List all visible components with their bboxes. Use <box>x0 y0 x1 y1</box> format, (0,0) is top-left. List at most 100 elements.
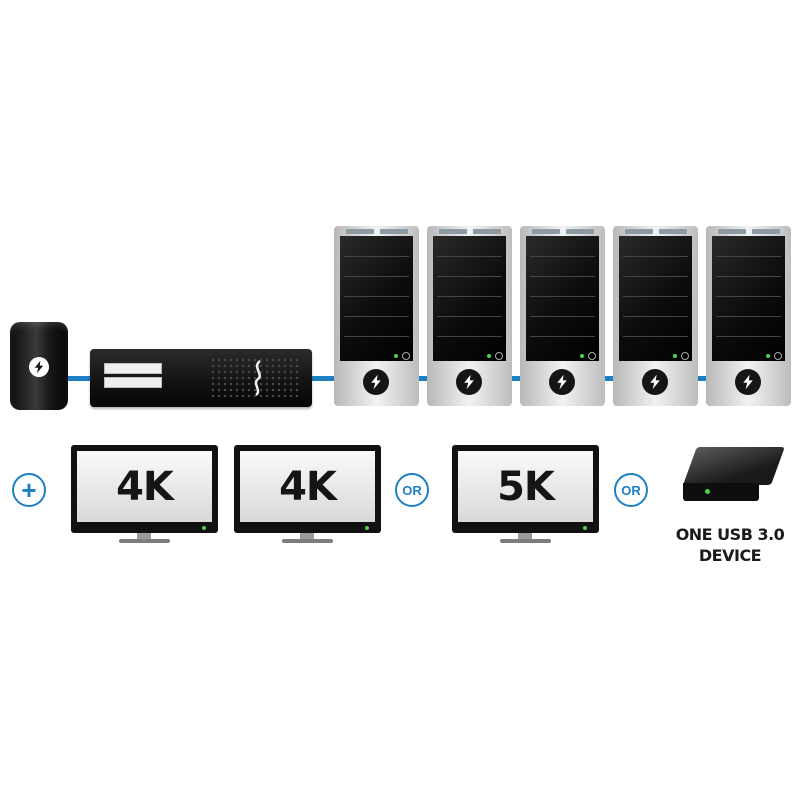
top-grille <box>473 229 501 234</box>
monitor-5k: 5K <box>452 445 599 543</box>
drive-bay <box>623 282 688 297</box>
top-grille <box>659 229 687 234</box>
usb-drive <box>683 447 785 509</box>
top-grille <box>532 229 560 234</box>
monitor-resolution-label: 4K <box>77 451 212 522</box>
power-button-icon <box>774 352 782 360</box>
thunderbolt-icon <box>29 357 49 377</box>
power-led-icon <box>580 354 584 358</box>
drive-bay <box>344 262 409 277</box>
host-computer <box>10 322 68 410</box>
top-grille <box>752 229 780 234</box>
monitor-4k: 4K <box>71 445 218 543</box>
power-led-icon <box>766 354 770 358</box>
tower-server <box>520 226 605 406</box>
thunderbolt-icon <box>363 369 389 395</box>
drive-bay <box>344 242 409 257</box>
tower-server <box>613 226 698 406</box>
usb-drive-top <box>683 447 785 485</box>
vent-grille <box>210 357 300 397</box>
drive-bay <box>437 302 502 317</box>
tower-server <box>427 226 512 406</box>
top-grille <box>439 229 467 234</box>
drive-bay <box>530 322 595 337</box>
monitor-4k: 4K <box>234 445 381 543</box>
top-grille <box>566 229 594 234</box>
drive-bay <box>716 302 781 317</box>
thunderbolt-icon <box>642 369 668 395</box>
usb-label-line-1: ONE USB 3.0 <box>675 525 785 544</box>
top-grille <box>380 229 408 234</box>
power-button-icon <box>681 352 689 360</box>
monitor-base <box>282 539 333 543</box>
drive-bay <box>437 282 502 297</box>
thunderbolt-icon <box>456 369 482 395</box>
monitor-resolution-label: 5K <box>458 451 593 522</box>
power-led-icon <box>705 489 710 494</box>
top-grille <box>718 229 746 234</box>
thunderbolt-cable <box>66 376 96 381</box>
drive-bay <box>344 302 409 317</box>
monitor-resolution-label: 4K <box>240 451 375 522</box>
monitor-screen: 4K <box>234 445 381 533</box>
tower-server <box>334 226 419 406</box>
monitor-stand <box>300 533 314 539</box>
usb-device-label: ONE USB 3.0 DEVICE <box>660 524 800 566</box>
drive-bay <box>344 282 409 297</box>
drive-bay <box>437 262 502 277</box>
drive-bay <box>716 282 781 297</box>
tower-front-panel <box>619 236 692 361</box>
power-button-icon <box>495 352 503 360</box>
drive-bay <box>344 322 409 337</box>
power-led-icon <box>394 354 398 358</box>
thunderbolt-cable <box>696 376 708 381</box>
power-led-icon <box>487 354 491 358</box>
thunderbolt-cable <box>310 376 334 381</box>
thunderbolt-cable <box>603 376 615 381</box>
drive-bay <box>623 242 688 257</box>
power-button-icon <box>402 352 410 360</box>
top-grille <box>346 229 374 234</box>
pcie-slot <box>104 377 162 388</box>
monitor-screen: 4K <box>71 445 218 533</box>
power-button-icon <box>588 352 596 360</box>
drive-bay <box>716 242 781 257</box>
usb-drive-side <box>683 483 759 501</box>
thunderbolt-icon <box>549 369 575 395</box>
tower-front-panel <box>340 236 413 361</box>
power-led-icon <box>673 354 677 358</box>
tower-server <box>706 226 791 406</box>
drive-bay <box>437 242 502 257</box>
drive-bay <box>530 242 595 257</box>
expansion-chassis <box>90 349 312 407</box>
drive-bay <box>716 262 781 277</box>
brand-logo-icon <box>254 360 261 397</box>
power-led-icon <box>583 526 587 530</box>
drive-bay <box>716 322 781 337</box>
or-badge: OR <box>614 473 648 507</box>
thunderbolt-cable <box>417 376 429 381</box>
drive-bay <box>623 302 688 317</box>
thunderbolt-icon <box>735 369 761 395</box>
drive-bay <box>530 262 595 277</box>
tower-front-panel <box>712 236 785 361</box>
power-led-icon <box>202 526 206 530</box>
drive-bay <box>623 262 688 277</box>
tower-front-panel <box>433 236 506 361</box>
plus-badge: + <box>12 473 46 507</box>
monitor-base <box>500 539 551 543</box>
usb-label-line-2: DEVICE <box>698 546 762 565</box>
drive-bay <box>437 322 502 337</box>
top-grille <box>625 229 653 234</box>
monitor-base <box>119 539 170 543</box>
drive-bay <box>530 282 595 297</box>
or-badge: OR <box>395 473 429 507</box>
thunderbolt-cable <box>510 376 522 381</box>
drive-bay <box>623 322 688 337</box>
monitor-stand <box>518 533 532 539</box>
monitor-stand <box>137 533 151 539</box>
tower-front-panel <box>526 236 599 361</box>
monitor-screen: 5K <box>452 445 599 533</box>
power-led-icon <box>365 526 369 530</box>
pcie-slot <box>104 363 162 374</box>
